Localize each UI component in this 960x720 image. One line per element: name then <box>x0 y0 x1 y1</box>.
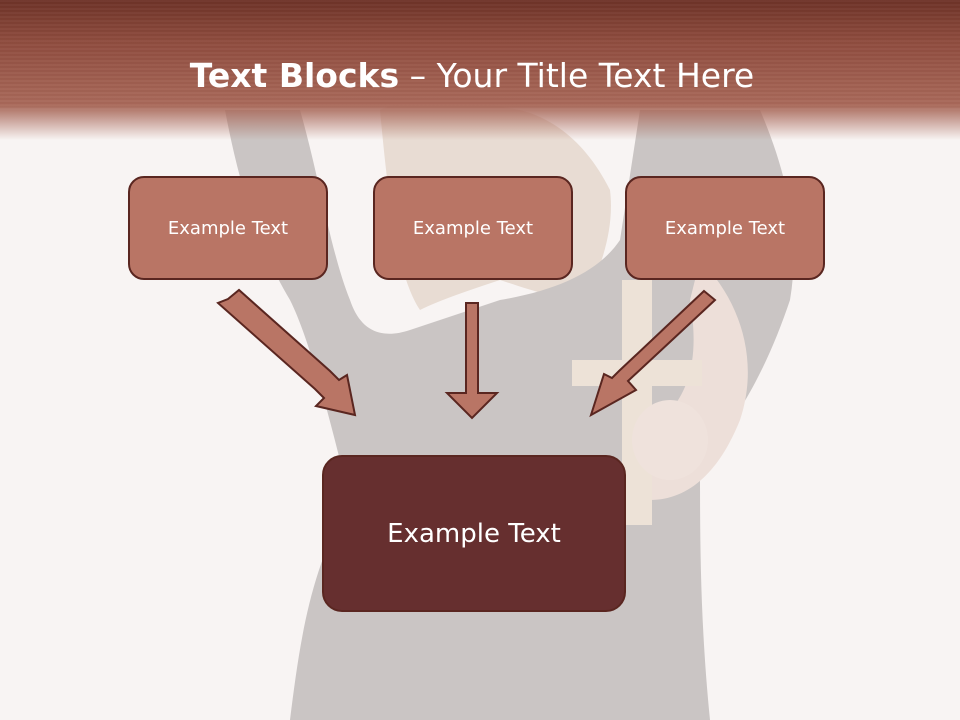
text-block-2[interactable]: Example Text <box>373 176 573 280</box>
arrow-right <box>589 289 717 418</box>
text-block-3[interactable]: Example Text <box>625 176 825 280</box>
arrow-center <box>444 302 500 420</box>
title-bold-part: Text Blocks <box>189 56 400 95</box>
title-regular-part: – Your Title Text Here <box>399 56 755 95</box>
header-band <box>0 0 960 140</box>
header-texture <box>0 0 960 110</box>
arrow-left <box>216 288 357 417</box>
text-block-1[interactable]: Example Text <box>128 176 328 280</box>
text-block-main[interactable]: Example Text <box>322 455 626 612</box>
slide-title: Text Blocks – Your Title Text Here <box>0 52 944 100</box>
